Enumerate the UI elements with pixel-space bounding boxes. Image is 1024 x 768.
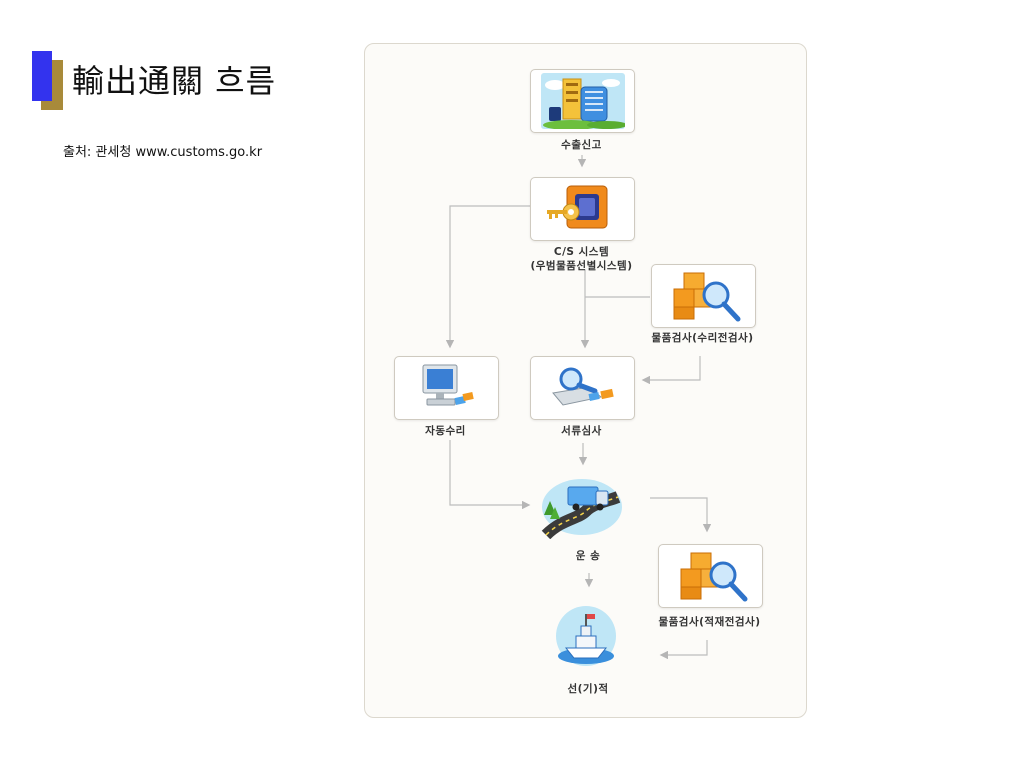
export-declaration-label: 수출신고 <box>561 139 602 151</box>
inspection-before-acceptance-box[interactable] <box>651 264 756 328</box>
export-declaration-box[interactable] <box>530 69 635 133</box>
inspection-before-loading-box[interactable] <box>658 544 763 608</box>
loading-label: 선(기)적 <box>567 683 609 695</box>
computer-icon <box>422 364 474 406</box>
arrow-cs-to-auto <box>445 205 530 349</box>
cs-system-label-line1: C/S 시스템 <box>553 246 610 258</box>
arrow-inspection-to-loading <box>659 640 708 660</box>
truck-icon[interactable] <box>538 475 624 539</box>
automatic-acceptance-box[interactable] <box>394 356 499 420</box>
transport-label: 운 송 <box>575 550 601 562</box>
magnifier-laptop-icon <box>552 367 614 406</box>
source-credit: 출처: 관세청 www.customs.go.kr <box>63 145 263 160</box>
cs-system-box[interactable] <box>530 177 635 241</box>
inspection-before-loading-label: 물품검사(적재전검사) <box>658 616 761 628</box>
inspection-before-acceptance-label: 물품검사(수리전검사) <box>651 332 754 344</box>
cs-system-label: C/S 시스템 (우범물품선별시스템) <box>510 245 653 273</box>
arrow-auto-to-transport <box>449 440 531 510</box>
page-title: 輸出通關 흐름 <box>72 62 277 100</box>
document-review-label: 서류심사 <box>561 425 602 437</box>
title-accent-bar <box>32 51 52 101</box>
arrow-inspection-to-review <box>641 356 701 385</box>
arrow-transport-to-inspection <box>650 497 712 533</box>
document-review-box[interactable] <box>530 356 635 420</box>
boxes-magnifier-icon <box>673 272 741 322</box>
boxes-magnifier-icon <box>680 552 748 602</box>
cs-system-label-line2: (우범물품선별시스템) <box>530 260 633 272</box>
ship-icon[interactable] <box>552 600 620 668</box>
key-safe-icon <box>547 185 608 229</box>
automatic-acceptance-label: 자동수리 <box>425 425 466 437</box>
office-building-icon <box>541 73 625 129</box>
